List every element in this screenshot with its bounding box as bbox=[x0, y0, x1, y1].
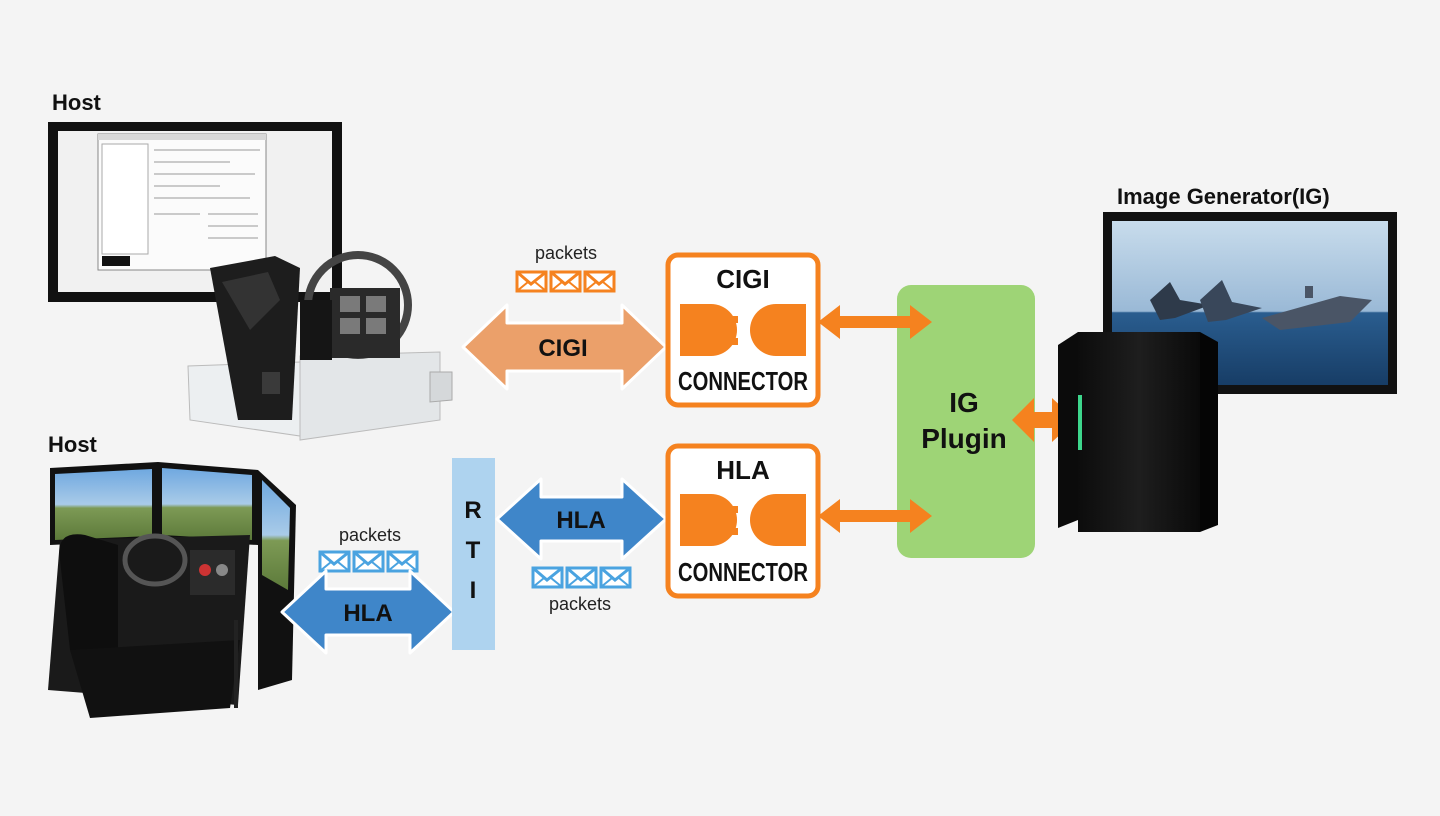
host-label-bottom: Host bbox=[48, 432, 98, 457]
cigi-connector-plugin-arrow bbox=[818, 305, 932, 339]
envelope-icon bbox=[583, 270, 616, 293]
cigi-connector: CIGI CONNECTOR bbox=[665, 252, 821, 408]
host-monitor-top bbox=[48, 122, 342, 302]
hla-arrow-label-left: HLA bbox=[343, 600, 392, 627]
hla-double-arrow-right: HLA bbox=[495, 477, 668, 561]
hla-connector-subtitle: CONNECTOR bbox=[678, 557, 808, 587]
hla-packets-label-left: packets bbox=[339, 525, 401, 545]
hla-connector-title: HLA bbox=[716, 455, 770, 485]
hla-arrow-label-right: HLA bbox=[556, 507, 605, 534]
hla-packet-icons-right bbox=[531, 566, 632, 589]
hla-packets-label-right: packets bbox=[549, 594, 611, 614]
socket-icon bbox=[750, 494, 806, 546]
host-label-top: Host bbox=[52, 90, 102, 115]
cigi-packet-icons bbox=[515, 270, 616, 293]
envelope-icon bbox=[352, 550, 385, 573]
envelope-icon bbox=[515, 270, 548, 293]
plug-icon bbox=[680, 304, 738, 356]
cigi-arrow-label: CIGI bbox=[538, 335, 587, 362]
envelope-icon bbox=[549, 270, 582, 293]
ig-computer-tower bbox=[1058, 332, 1218, 532]
cigi-double-arrow: CIGI bbox=[461, 303, 668, 391]
cigi-connector-subtitle: CONNECTOR bbox=[678, 366, 808, 396]
cigi-packets-label: packets bbox=[535, 243, 597, 263]
envelope-icon bbox=[599, 566, 632, 589]
ig-plugin-line1: IG bbox=[949, 387, 979, 418]
rti-letter-r: R bbox=[464, 497, 481, 524]
ig-plugin-line2: Plugin bbox=[921, 423, 1007, 454]
rti-bar: R T I bbox=[452, 458, 495, 650]
plug-icon bbox=[680, 494, 738, 546]
envelope-icon bbox=[531, 566, 564, 589]
socket-icon bbox=[750, 304, 806, 356]
image-generator-label: Image Generator(IG) bbox=[1117, 184, 1330, 209]
hla-connector-plugin-arrow bbox=[818, 499, 932, 533]
ig-plugin-box: IG Plugin bbox=[897, 285, 1035, 558]
cockpit-simulator-top bbox=[187, 251, 453, 441]
envelope-icon bbox=[318, 550, 351, 573]
hla-connector: HLA CONNECTOR bbox=[665, 443, 821, 599]
rti-letter-t: T bbox=[466, 537, 481, 564]
rti-letter-i: I bbox=[470, 577, 477, 604]
ig-monitor bbox=[1103, 212, 1397, 394]
hla-double-arrow-left: HLA bbox=[280, 569, 456, 655]
driving-simulator-bottom bbox=[48, 462, 296, 718]
envelope-icon bbox=[386, 550, 419, 573]
envelope-icon bbox=[565, 566, 598, 589]
cigi-connector-title: CIGI bbox=[716, 264, 769, 294]
hla-packet-icons-left bbox=[318, 550, 419, 573]
